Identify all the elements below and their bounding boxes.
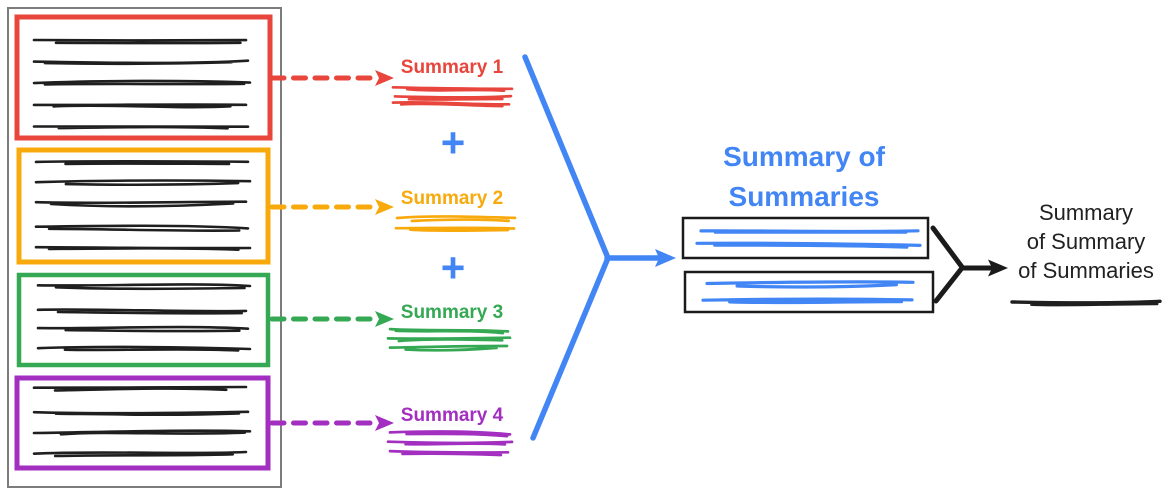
final-line-3: of Summaries [1018, 258, 1154, 283]
document-section-3-box [16, 272, 271, 368]
document-text-scribble [36, 345, 252, 352]
final-summary-underline [1010, 299, 1162, 307]
summary-4-scribble [388, 430, 512, 438]
merge-arrow-blue-head [655, 249, 676, 267]
final-line-1: Summary [1038, 200, 1134, 225]
final-line-2: of Summary [1026, 229, 1146, 254]
merge-arrow-blue [522, 54, 663, 441]
summary-3-scribble [386, 336, 512, 343]
merge-arrow-black-head [988, 259, 1008, 277]
document-text-scribble [34, 224, 250, 232]
document-text-scribble [34, 200, 248, 208]
document-text-scribble [32, 59, 250, 66]
summary-of-summaries-title: Summary of Summaries [704, 137, 904, 217]
document-text-scribble [32, 429, 252, 436]
document-text-scribble [32, 103, 248, 109]
document-text-scribble [32, 125, 250, 130]
summary-of-summaries-box-1 [681, 216, 930, 260]
summary-1-scribble [391, 100, 511, 108]
summary-of-summaries-scribble [701, 297, 914, 305]
document-section-4-box [14, 375, 271, 471]
summary-of-summaries-box-2 [683, 270, 935, 314]
arrow-to-summary-1-head [375, 70, 394, 86]
arrow-to-summary-2-head [375, 199, 394, 215]
document-text-scribble [32, 450, 248, 458]
summary-4-scribble [386, 440, 514, 446]
document-text-scribble [32, 385, 248, 392]
summary-of-summaries-scribble [705, 280, 915, 289]
document-text-scribble [34, 159, 250, 166]
merge-arrow-black [930, 225, 993, 304]
summary-1-scribble [393, 94, 513, 101]
plus-sign-1: + [440, 119, 466, 166]
document-text-scribble [34, 179, 252, 187]
document-text-scribble [36, 283, 252, 291]
source-document-frame [7, 7, 282, 488]
document-section-2-box [16, 147, 271, 265]
summary-3-scribble [388, 344, 509, 352]
summary-3-scribble [388, 327, 510, 335]
plus-sign-2: + [440, 244, 466, 291]
summary-1-scribble [391, 85, 514, 93]
summary-of-summaries-scribble [699, 229, 920, 234]
arrow-to-summary-4-head [375, 415, 394, 431]
summary-of-summaries-scribble [695, 241, 922, 249]
document-text-scribble [32, 410, 250, 416]
document-text-scribble [32, 79, 252, 86]
document-section-1-box [14, 14, 273, 141]
arrow-to-summary-3-head [375, 311, 394, 327]
final-summary-label: Summary of Summary of Summaries [1012, 198, 1160, 285]
document-text-scribble [34, 245, 252, 251]
summary-4-label: Summary 4 [400, 405, 504, 426]
document-text-scribble [36, 308, 248, 315]
summary-1-label: Summary 1 [400, 57, 504, 78]
title-line-1: Summary of [723, 141, 885, 172]
document-text-scribble [36, 325, 250, 333]
summary-4-scribble [388, 449, 510, 457]
summary-2-scribble [395, 215, 517, 223]
summary-2-label: Summary 2 [400, 188, 504, 209]
document-text-scribble [32, 38, 248, 45]
summary-3-label: Summary 3 [400, 302, 504, 323]
summary-2-scribble [394, 226, 516, 233]
title-line-2: Summaries [728, 181, 880, 212]
